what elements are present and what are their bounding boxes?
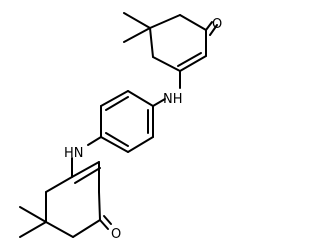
carbonyl-bond bbox=[99, 219, 109, 230]
bond bbox=[127, 136, 154, 153]
bond bbox=[100, 90, 129, 107]
bond bbox=[98, 191, 101, 221]
bond-double-inner bbox=[74, 167, 101, 184]
amine-label-top: NH bbox=[163, 92, 183, 107]
bond bbox=[72, 219, 101, 238]
bond bbox=[149, 14, 181, 29]
bond-double-inner bbox=[105, 96, 129, 111]
methyl-bond bbox=[123, 12, 151, 29]
bond bbox=[45, 221, 74, 238]
top-cyclohexenone-ring bbox=[123, 12, 218, 89]
amine-label-bottom: HN bbox=[64, 146, 84, 161]
bond-double-inner bbox=[177, 52, 202, 67]
bond bbox=[127, 90, 154, 107]
bond bbox=[149, 27, 154, 58]
bond bbox=[152, 56, 181, 72]
benzene-ring bbox=[100, 90, 154, 153]
bottom-cyclohexenone-ring bbox=[19, 157, 112, 238]
amine-bond bbox=[152, 98, 166, 107]
bond bbox=[179, 55, 207, 72]
bond bbox=[45, 176, 73, 193]
bond-double-inner bbox=[105, 132, 129, 147]
amine-bond bbox=[87, 136, 102, 146]
carbonyl-bond-double bbox=[103, 215, 112, 225]
methyl-bond bbox=[19, 221, 47, 238]
methyl-bond bbox=[123, 27, 151, 43]
bond bbox=[179, 14, 207, 31]
carbonyl-bond-double bbox=[209, 24, 218, 36]
molecule-canvas: O NH HN O bbox=[19, 12, 223, 242]
oxygen-label-bottom: O bbox=[111, 227, 121, 242]
structure-diagram: O NH HN O bbox=[19, 12, 222, 242]
bond bbox=[71, 161, 100, 178]
carbonyl-bond bbox=[205, 21, 213, 31]
methyl-bond bbox=[19, 206, 47, 223]
bond bbox=[100, 136, 129, 153]
oxygen-label-top: O bbox=[212, 17, 222, 32]
